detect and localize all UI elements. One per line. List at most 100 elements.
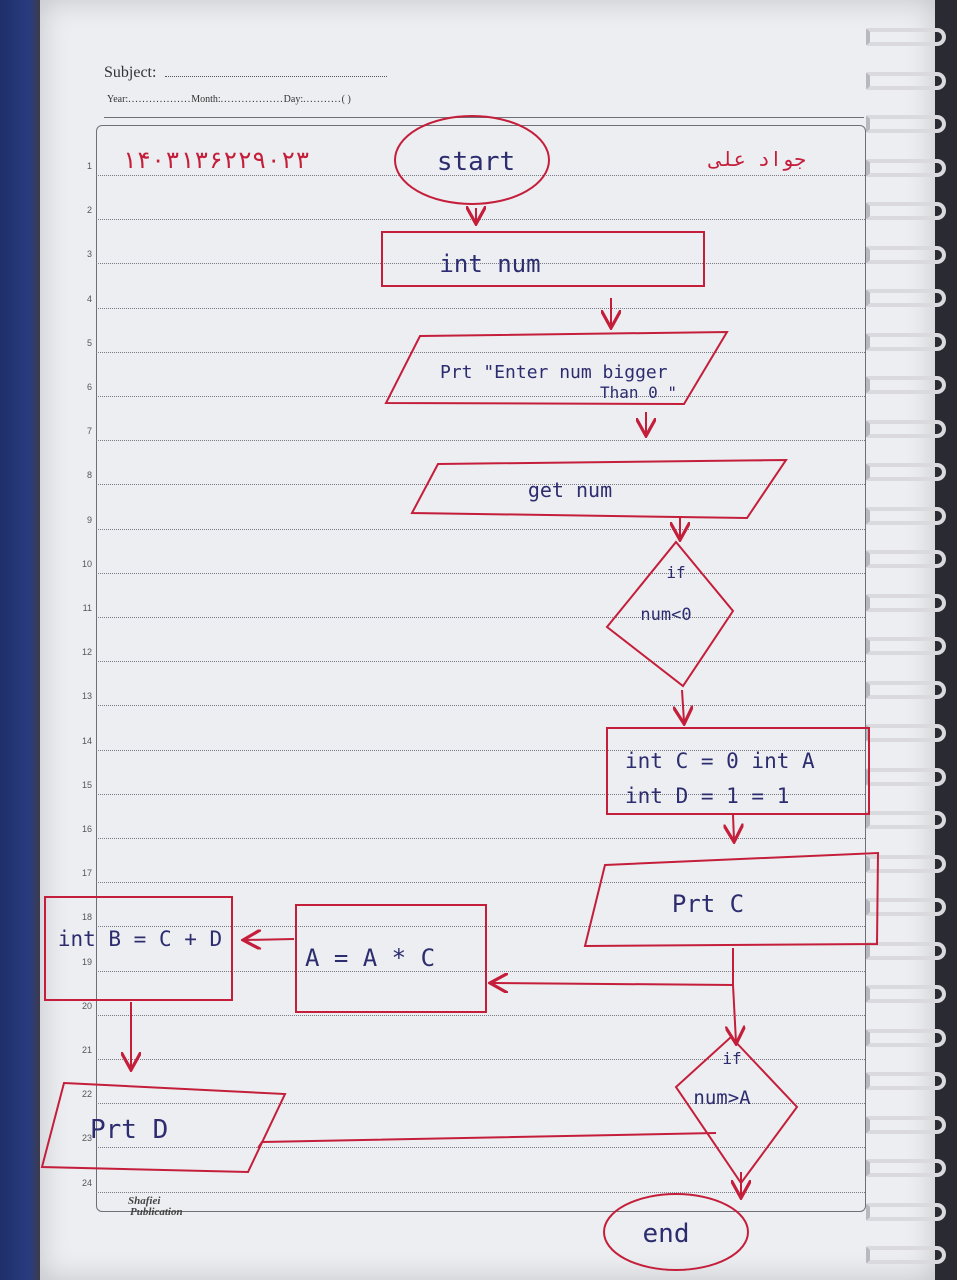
spiral-ring xyxy=(866,289,946,307)
line-number: 23 xyxy=(81,1133,92,1144)
ruled-line xyxy=(96,1059,865,1060)
ruled-line xyxy=(96,572,865,574)
print-c-label: Prt C xyxy=(672,890,744,918)
line-number: 3 xyxy=(86,249,92,260)
spiral-ring xyxy=(866,245,946,264)
spiral-ring xyxy=(866,463,946,481)
assign-b-label: int B = C + D xyxy=(58,927,222,951)
spiral-ring xyxy=(866,71,946,90)
spiral-ring xyxy=(866,332,946,351)
line-number: 6 xyxy=(86,382,92,392)
print-d-label: Prt D xyxy=(90,1115,168,1145)
decision-num-less-0 xyxy=(605,540,735,688)
page-frame xyxy=(96,125,866,1212)
ruled-line xyxy=(96,307,865,309)
line-number: 5 xyxy=(86,337,92,348)
publisher-logo: Shafiei Publication xyxy=(108,1196,183,1218)
spiral-ring xyxy=(866,550,946,568)
spiral-ring xyxy=(866,1202,946,1221)
spiral-ring xyxy=(866,811,946,829)
subject-underline xyxy=(165,76,387,77)
publisher-logo-line1: Shafiei xyxy=(128,1195,161,1207)
assign-b-box xyxy=(44,896,233,1001)
spiral-ring xyxy=(866,985,946,1003)
assign-a-label: A = A * C xyxy=(305,944,435,972)
ruled-line xyxy=(96,793,865,795)
ruled-line xyxy=(96,440,865,442)
ruled-line xyxy=(96,1103,865,1105)
spiral-ring xyxy=(866,680,946,699)
init-box xyxy=(606,727,870,815)
decision2-if: if xyxy=(722,1049,741,1068)
init-line2: int D = 1 = 1 xyxy=(625,784,789,808)
spiral-ring xyxy=(866,898,946,916)
ruled-line xyxy=(96,882,865,884)
ruled-line xyxy=(96,351,865,353)
student-name: جواد علی xyxy=(708,147,806,171)
end-terminal xyxy=(603,1193,749,1271)
spiral-ring xyxy=(866,28,946,46)
arrow-print-c-to-assign-a xyxy=(492,948,734,985)
arrow-assign-a-to-assign-b xyxy=(245,939,295,940)
spiral-ring xyxy=(866,941,946,960)
ruled-line xyxy=(96,749,865,751)
line-number: 22 xyxy=(81,1089,92,1100)
line-number: 10 xyxy=(81,558,92,569)
input-label: get num xyxy=(528,478,612,502)
line-number: 11 xyxy=(82,603,92,613)
subject-label: Subject: xyxy=(104,64,157,81)
line-number: 1 xyxy=(86,161,92,171)
decision1-condition: num<0 xyxy=(640,605,691,625)
spiral-ring xyxy=(866,202,946,220)
line-number: 13 xyxy=(81,691,92,702)
ruled-line xyxy=(96,484,865,486)
day-label: Day: xyxy=(283,94,304,105)
init-line1: int C = 0 int A xyxy=(625,749,815,773)
start-terminal xyxy=(394,115,550,205)
ruled-line xyxy=(96,970,865,972)
line-number: 2 xyxy=(86,205,92,216)
spiral-ring xyxy=(866,158,946,177)
ruled-line xyxy=(96,263,865,265)
ruled-line xyxy=(96,1191,865,1193)
date-row: Year:..................Month:...........… xyxy=(107,94,351,105)
spiral-ring xyxy=(866,506,946,525)
print-d-box xyxy=(40,1081,287,1174)
arrow-print-c-to-decision2 xyxy=(733,984,736,1042)
ruled-line xyxy=(96,1014,865,1016)
arrow-decision2-to-print-d xyxy=(257,1132,717,1149)
print-c-box xyxy=(583,851,880,948)
assign-a-box xyxy=(295,904,487,1013)
line-number: 20 xyxy=(81,1000,92,1011)
line-number: 18 xyxy=(81,912,92,923)
spiral-ring xyxy=(866,1028,946,1047)
student-id: ۱۴۰۳۱۳۶۲۲۹۰۲۳ xyxy=(122,146,310,174)
line-number: 21 xyxy=(81,1045,92,1055)
ruled-line xyxy=(96,617,865,618)
frame-top-rule xyxy=(104,117,864,118)
line-number: 14 xyxy=(81,735,92,746)
prompt-line1: Prt "Enter num bigger xyxy=(440,362,668,383)
end-label: end xyxy=(643,1219,690,1249)
spiral-ring xyxy=(866,376,946,394)
ruled-line xyxy=(96,396,865,397)
line-number: 16 xyxy=(81,824,92,834)
publisher-logo-line2: Publication xyxy=(130,1206,183,1218)
input-box xyxy=(410,458,788,520)
day-parens: ( ) xyxy=(341,94,351,105)
spiral-ring xyxy=(866,593,946,612)
arrow-decision-to-init xyxy=(682,689,684,722)
line-number: 7 xyxy=(86,426,92,437)
ruled-line xyxy=(96,926,865,928)
decision2-condition: num>A xyxy=(693,1087,751,1109)
ruled-line xyxy=(96,705,865,707)
line-number: 19 xyxy=(81,956,92,967)
spiral-ring xyxy=(866,1246,946,1264)
declare-num-box xyxy=(381,231,705,287)
line-number: 17 xyxy=(81,868,92,879)
line-number: 24 xyxy=(81,1177,92,1188)
ruled-line xyxy=(96,661,865,663)
spiral-ring xyxy=(866,1072,946,1090)
spiral-ring xyxy=(866,854,946,873)
decision1-if: if xyxy=(666,563,685,582)
